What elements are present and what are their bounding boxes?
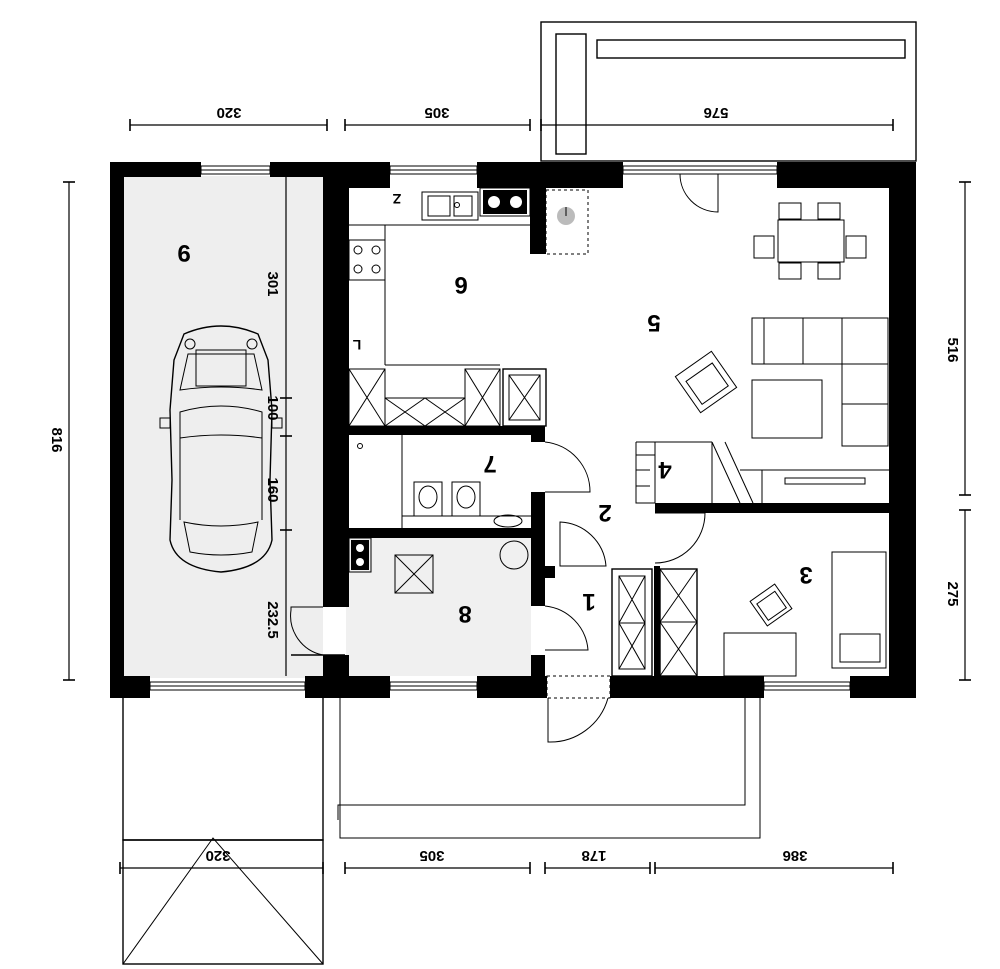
room-label-4: 4 [658,456,672,483]
dim-bottom-right: 386 [782,847,807,864]
room-label-9: 9 [177,239,190,266]
boiler-fixtures [348,537,529,594]
room-label-3: 3 [799,561,812,588]
outside-paving [122,698,761,965]
doors [290,173,719,743]
dim-bottom-middle: 305 [419,847,444,864]
dim-bottom-left: 320 [205,847,230,864]
room-label-6: 6 [454,271,467,298]
top-terrace [540,21,917,162]
dim-right-lower: 275 [944,581,961,606]
room-labels: 1 2 3 4 5 6 7 8 9 [177,239,812,627]
sofa-set [674,317,889,447]
dim-garage-4: 232.5 [264,601,281,639]
bathroom-fixtures [357,435,531,528]
bedroom-furniture [723,551,887,677]
room-label-1: 1 [582,588,595,615]
windows [149,165,851,691]
dim-garage-2: 100 [264,395,281,420]
dim-garage-1: 301 [264,271,281,296]
garage-floor [123,176,323,678]
dim-top-right: 576 [703,104,728,121]
room-label-2: 2 [598,499,611,526]
fridge-marker: Z [392,191,401,207]
dim-bottom-narrow: 178 [581,847,606,864]
boiler-room-floor [346,538,531,676]
dim-top-left: 320 [216,104,241,121]
room-label-8: 8 [458,600,471,627]
room-label-5: 5 [647,309,660,336]
dim-garage-3: 160 [264,477,281,502]
dimension-labels: 320 305 576 320 305 178 386 816 516 275 … [48,104,961,864]
car-icon [159,325,283,573]
stairs [635,441,889,504]
dimension-lines [63,119,971,874]
dim-left-total: 816 [48,427,65,452]
kitchen-fixtures: Z L [348,187,589,427]
dining-set [753,202,867,280]
hall-wardrobes [611,568,698,677]
oven-marker: L [352,337,361,353]
walls [110,162,916,698]
dim-top-middle: 305 [424,104,449,121]
room-label-7: 7 [483,450,496,477]
dim-right-upper: 516 [944,337,961,362]
